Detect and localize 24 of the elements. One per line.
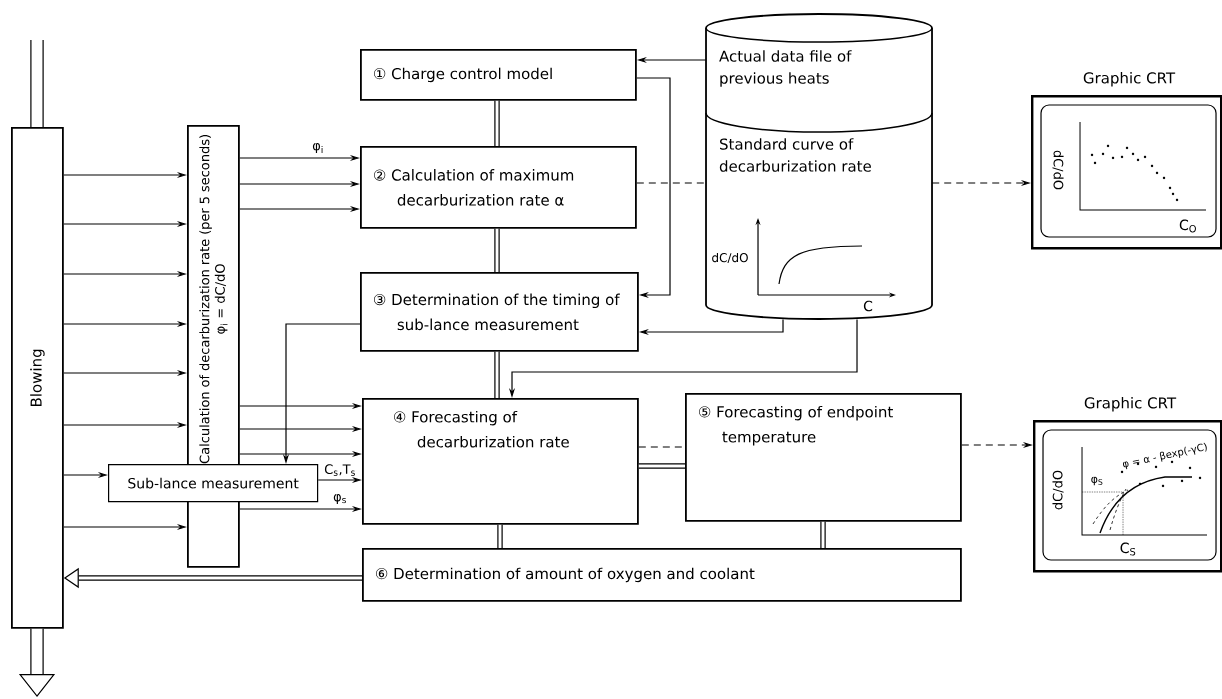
blowing-column: Blowing bbox=[11, 127, 64, 629]
axis-label: C bbox=[863, 300, 873, 312]
process-box: ① Charge control model bbox=[360, 49, 637, 101]
process-box: ⑥ Determination of amount of oxygen and coolant bbox=[362, 548, 962, 602]
edge-label: φ$_{s}$ bbox=[332, 493, 348, 505]
crt-screen bbox=[1033, 420, 1222, 573]
axis-label: dC/dO bbox=[712, 252, 748, 264]
process-box: ⑤ Forecasting of endpoint temperature bbox=[685, 393, 962, 522]
process-box: ③ Determination of the timing of sub-lance measurement bbox=[360, 272, 639, 352]
axis-label: dC/dO bbox=[1052, 470, 1064, 510]
edge-label: C$_{s}$,T$_{s}$ bbox=[323, 463, 357, 477]
arrow bbox=[497, 524, 503, 548]
arrow bbox=[636, 77, 671, 299]
axis-label: C$_{O}$ bbox=[1179, 219, 1196, 233]
edge-label: φ$_{i}$ bbox=[311, 142, 325, 154]
crt-screen bbox=[1031, 95, 1222, 250]
axis-label: C$_{S}$ bbox=[1120, 542, 1136, 556]
axis-label: dC/dO bbox=[1052, 150, 1064, 190]
measurement-box: Sub-lance measurement bbox=[108, 464, 319, 503]
screen-title: Graphic CRT bbox=[1084, 396, 1177, 412]
screen-title: Graphic CRT bbox=[1083, 71, 1176, 87]
process-box: ② Calculation of maximum decarburization rate α bbox=[360, 146, 637, 229]
axis-label: φ$_{S}$ bbox=[1091, 476, 1103, 486]
process-box: ④ Forecasting of decarburization rate bbox=[362, 398, 639, 525]
